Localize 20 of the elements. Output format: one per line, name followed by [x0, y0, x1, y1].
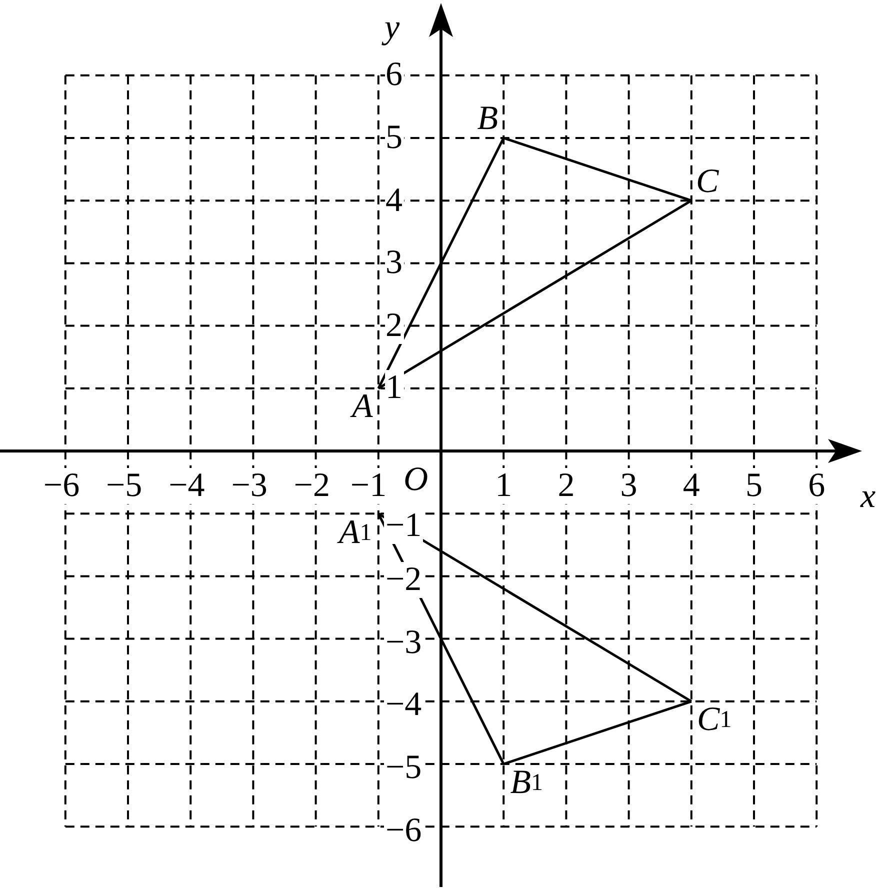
tick-label: −1: [349, 468, 388, 504]
triangle-side: [378, 512, 692, 702]
tick-label: 3: [619, 468, 638, 504]
tick-label: −5: [105, 468, 144, 504]
vertex-label: A: [346, 388, 378, 426]
tick-label: −3: [230, 468, 268, 504]
tick-label: −2: [384, 562, 423, 598]
tick-label: 2: [556, 468, 576, 504]
triangle-side: [378, 200, 692, 390]
tick-label: 5: [744, 468, 764, 504]
tick-label: −4: [168, 468, 206, 504]
triangle-side: [377, 137, 505, 389]
vertex-label: B: [472, 100, 504, 138]
tick-label: −2: [292, 468, 331, 504]
tick-label: −6: [42, 468, 81, 504]
triangle-side: [503, 700, 692, 766]
tick-label: 6: [807, 468, 826, 504]
triangle-side: [503, 136, 692, 202]
tick-label: 4: [682, 468, 701, 504]
vertex-label: C: [691, 162, 724, 201]
